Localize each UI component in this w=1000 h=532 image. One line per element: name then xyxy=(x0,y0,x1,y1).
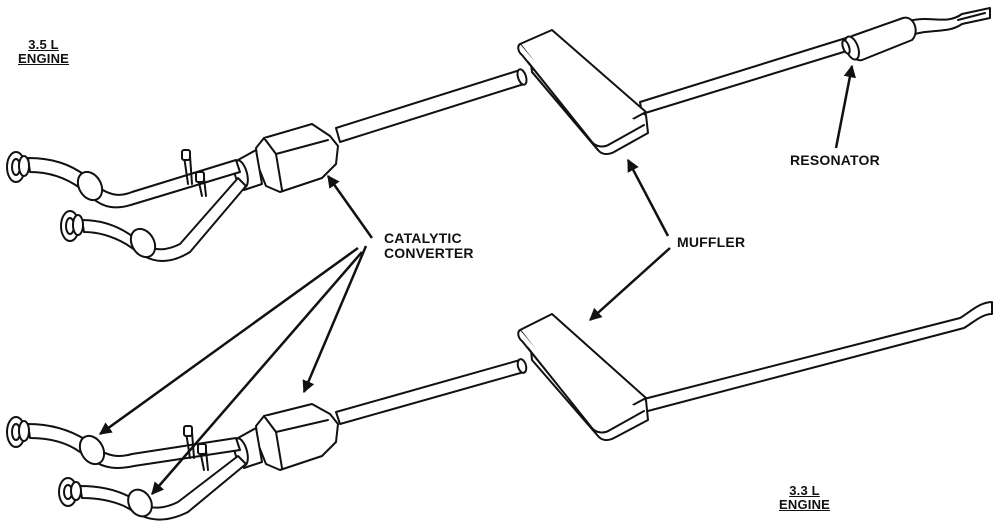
catalytic-converter-label-line1: CATALYTIC xyxy=(384,230,462,246)
front-pipe-upper-bottom xyxy=(6,416,241,469)
engine-label-3-3l-line1: 3.3 L xyxy=(789,483,820,498)
front-pipe-lower-bottom xyxy=(58,455,247,521)
arrow-resonator xyxy=(834,64,856,149)
arrow-muffler-to-bottom xyxy=(589,247,671,321)
engine-label-3-3l: 3.3 L ENGINE xyxy=(779,484,830,512)
front-pipe-lower-top xyxy=(60,177,247,262)
resonator-label: RESONATOR xyxy=(790,152,880,168)
muffler-top xyxy=(517,29,649,156)
resonator xyxy=(841,16,917,62)
muffler-bottom xyxy=(517,313,649,442)
pipe-cat-to-muffler-bottom xyxy=(335,359,525,425)
tailpipe-bottom xyxy=(639,301,993,413)
engine-label-3-5l-line2: ENGINE xyxy=(18,51,70,66)
catalytic-converter-label: CATALYTIC CONVERTER xyxy=(384,231,474,261)
engine-label-3-5l-line1: 3.5 L xyxy=(28,37,59,52)
arrow-cat-to-front-pipe-lower xyxy=(151,251,363,495)
pipe-muffler-to-resonator-top xyxy=(639,37,851,115)
arrow-cat-to-bottom-converter xyxy=(302,245,368,394)
arrow-muffler-to-top xyxy=(626,158,670,237)
muffler-label: MUFFLER xyxy=(677,234,746,250)
oxygen-sensor-top xyxy=(181,149,207,197)
arrow-cat-to-top-converter xyxy=(326,174,374,239)
pipe-cat-to-muffler-top xyxy=(335,69,525,143)
exhaust-system-3-3l xyxy=(6,301,993,521)
leader-arrows xyxy=(98,64,856,495)
catalytic-converter-bottom xyxy=(233,403,339,471)
catalytic-converter-top xyxy=(233,123,339,193)
arrow-cat-to-front-pipe-upper xyxy=(98,246,359,436)
exhaust-system-3-5l xyxy=(6,7,991,262)
tailpipe-top xyxy=(904,7,991,37)
catalytic-converter-label-line2: CONVERTER xyxy=(384,245,474,261)
oxygen-sensor-bottom xyxy=(183,425,209,471)
engine-label-3-3l-line2: ENGINE xyxy=(779,497,831,512)
engine-label-3-5l: 3.5 L ENGINE xyxy=(18,38,69,66)
